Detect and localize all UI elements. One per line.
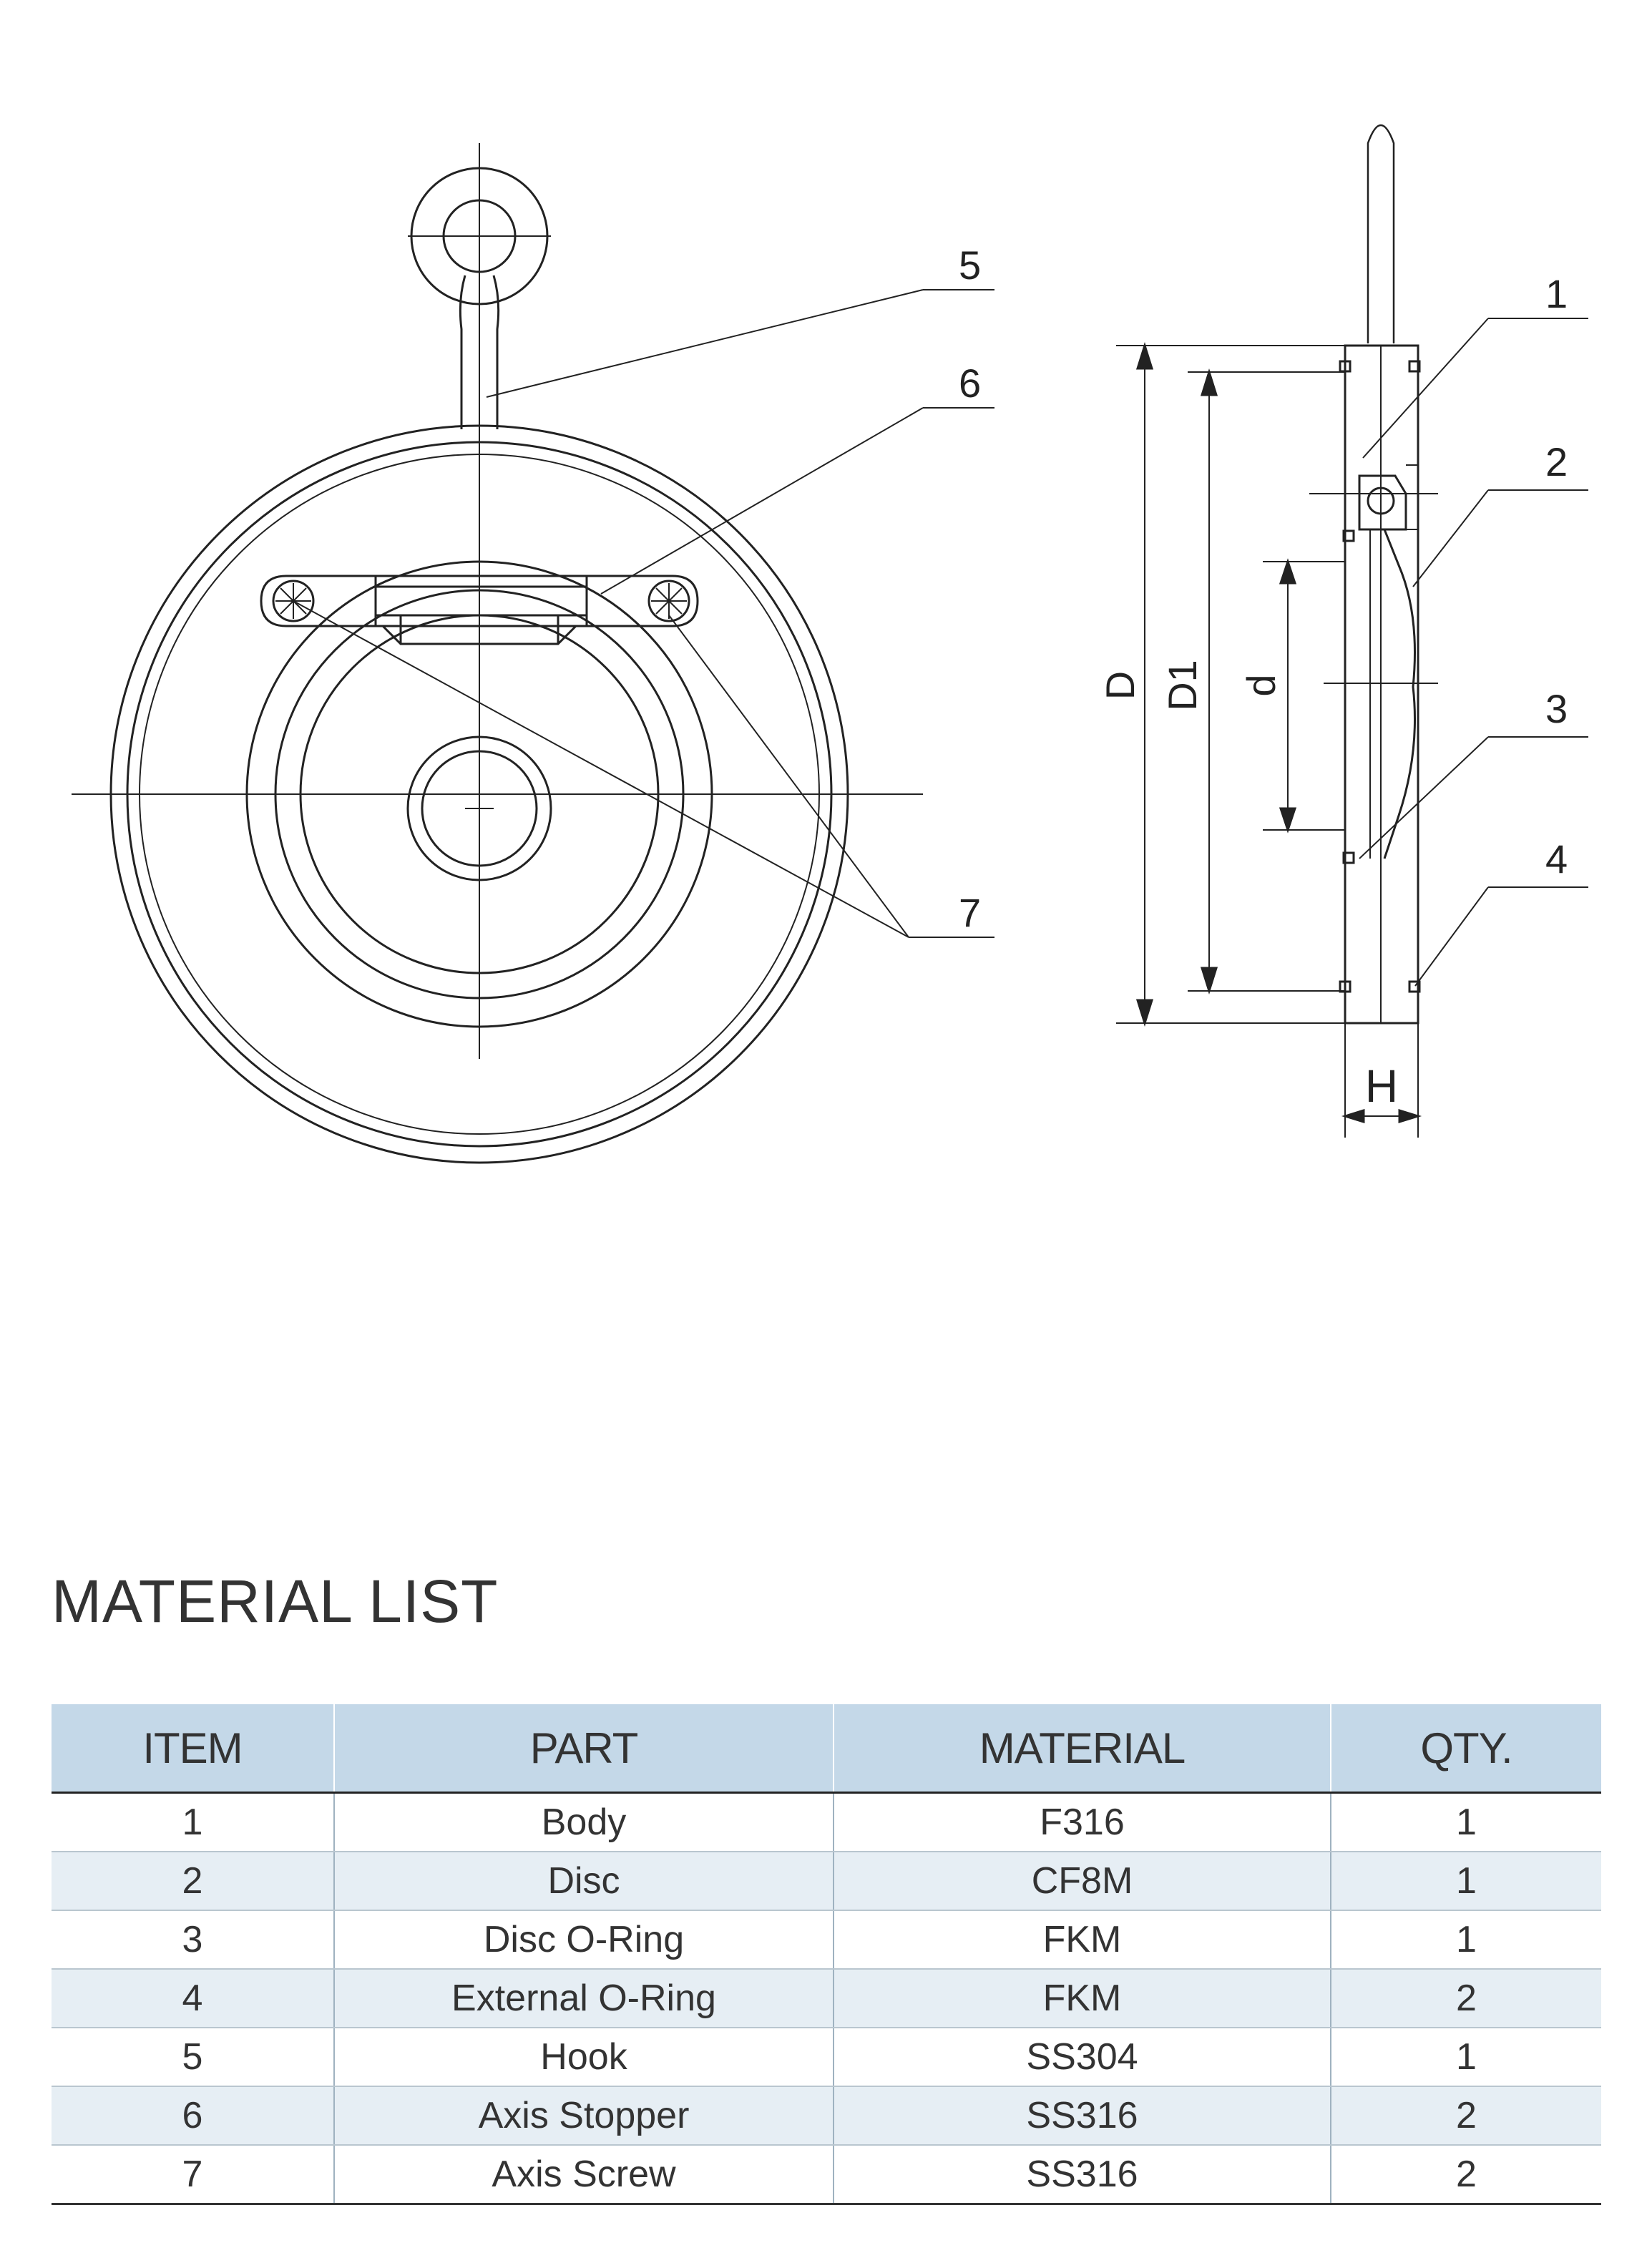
front-view [72,143,994,1164]
cell-material: SS316 [833,2086,1331,2146]
cell-material: CF8M [833,1852,1331,1911]
cell-part: Disc O-Ring [333,1910,834,1970]
cell-qty: 1 [1330,1910,1601,1970]
callout-4: 4 [1545,836,1568,881]
cell-part: Body [333,1792,834,1852]
cell-material: FKM [833,1969,1331,2028]
valve-technical-drawing: 5 6 7 1 2 3 4 D D1 d H [72,124,1588,1164]
cell-item: 6 [52,2086,334,2146]
callout-5: 5 [959,243,981,288]
cell-qty: 1 [1330,2028,1601,2087]
cell-qty: 2 [1330,2145,1601,2205]
cell-item: 4 [52,1969,334,2028]
callout-2: 2 [1545,439,1568,484]
dimension-H: H [1365,1060,1398,1112]
side-view [1116,124,1588,1138]
cell-qty: 1 [1330,1792,1601,1852]
dimension-labels: D D1 d H [1098,660,1398,1112]
cell-material: SS304 [833,2028,1331,2087]
cell-item: 2 [52,1852,334,1911]
header-qty: QTY. [1330,1704,1601,1794]
cell-part: Hook [333,2028,834,2087]
header-item: ITEM [52,1704,334,1794]
dimension-D: D [1098,671,1143,700]
header-part: PART [333,1704,834,1794]
material-list-title: MATERIAL LIST [52,1568,499,1635]
cell-part: Axis Stopper [333,2086,834,2146]
cell-item: 3 [52,1910,334,1970]
callout-labels: 5 6 7 1 2 3 4 [959,243,1568,935]
cell-qty: 1 [1330,1852,1601,1911]
cell-qty: 2 [1330,2086,1601,2146]
callout-1: 1 [1545,271,1568,316]
cell-item: 7 [52,2145,334,2205]
table-header-row: ITEM PART MATERIAL QTY. [52,1704,1601,1794]
cell-item: 5 [52,2028,334,2087]
cell-part: External O-Ring [333,1969,834,2028]
cell-material: SS316 [833,2145,1331,2205]
cell-part: Disc [333,1852,834,1911]
cell-qty: 2 [1330,1969,1601,2028]
cell-part: Axis Screw [333,2145,834,2205]
dimension-D1: D1 [1160,660,1205,711]
header-material: MATERIAL [833,1704,1331,1794]
dimension-d: d [1238,674,1284,696]
callout-6: 6 [959,361,981,406]
cell-item: 1 [52,1792,334,1852]
callout-7: 7 [959,890,981,935]
cell-material: FKM [833,1910,1331,1970]
cell-material: F316 [833,1792,1331,1852]
callout-3: 3 [1545,686,1568,731]
